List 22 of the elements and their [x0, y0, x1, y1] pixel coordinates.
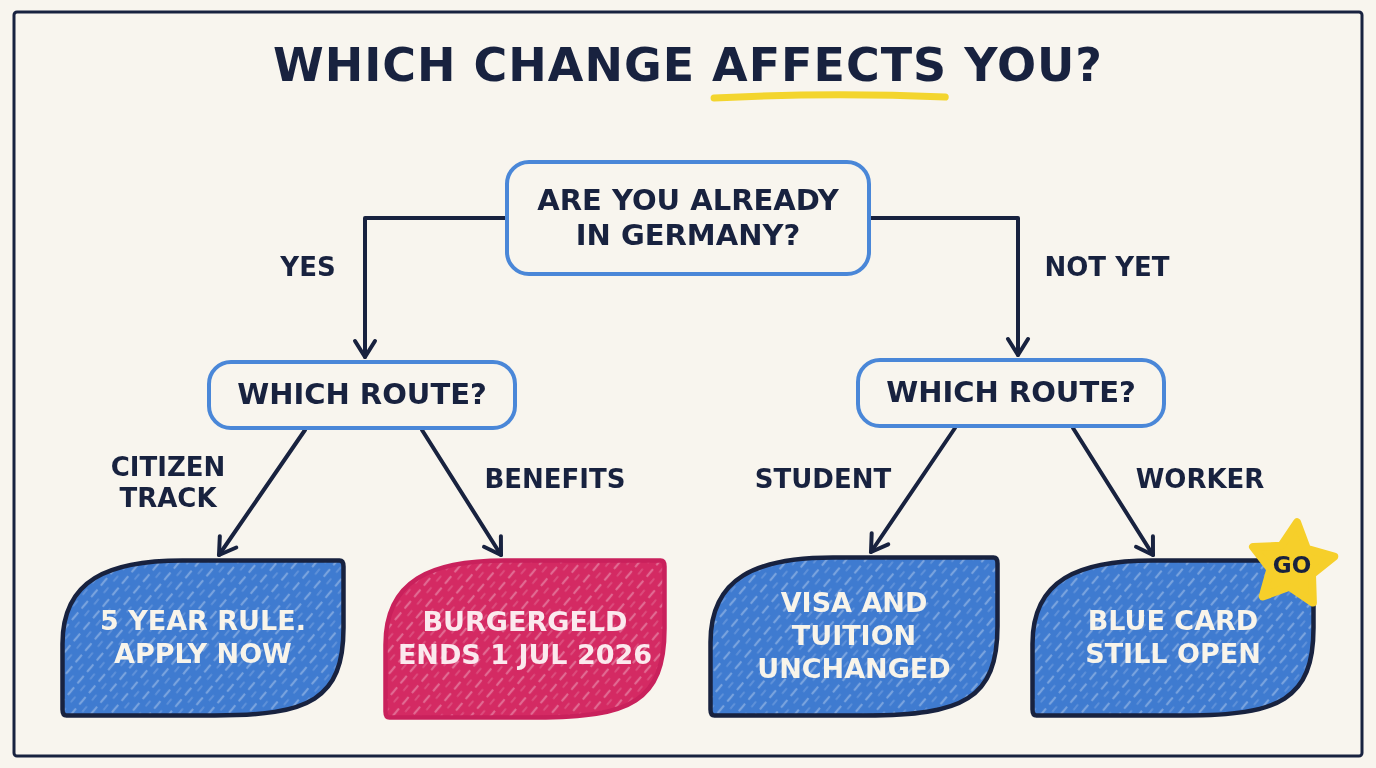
- arrow: [217, 428, 307, 557]
- outcome-shape: [1030, 558, 1316, 718]
- arrow: [420, 428, 503, 557]
- node-text: BLUE CARD STILL OPEN: [1084, 605, 1262, 671]
- title: WHICH CHANGE AFFECTS YOU?: [272, 38, 1104, 92]
- outcome-shape: [708, 555, 1000, 718]
- arrow: [1071, 426, 1155, 557]
- outcome-shape: [383, 558, 667, 720]
- node-text: WHICH ROUTE?: [237, 377, 487, 413]
- node-text: ARE YOU ALREADY IN GERMANY?: [536, 182, 840, 254]
- node-text: WHICH ROUTE?: [886, 375, 1136, 411]
- arrow: [353, 216, 507, 359]
- node-text: GO: [1272, 550, 1312, 579]
- node-text: BURGERGELD ENDS 1 JUL 2026: [396, 606, 654, 672]
- outcome-shape: [60, 558, 346, 718]
- arrow: [869, 426, 957, 554]
- node-text: VISA AND TUITION UNCHANGED: [756, 587, 952, 686]
- question-box: [856, 358, 1166, 428]
- question-box: [207, 360, 517, 430]
- arrow: [869, 216, 1030, 357]
- node-text: 5 YEAR RULE. APPLY NOW: [99, 605, 307, 671]
- question-box: [505, 160, 871, 276]
